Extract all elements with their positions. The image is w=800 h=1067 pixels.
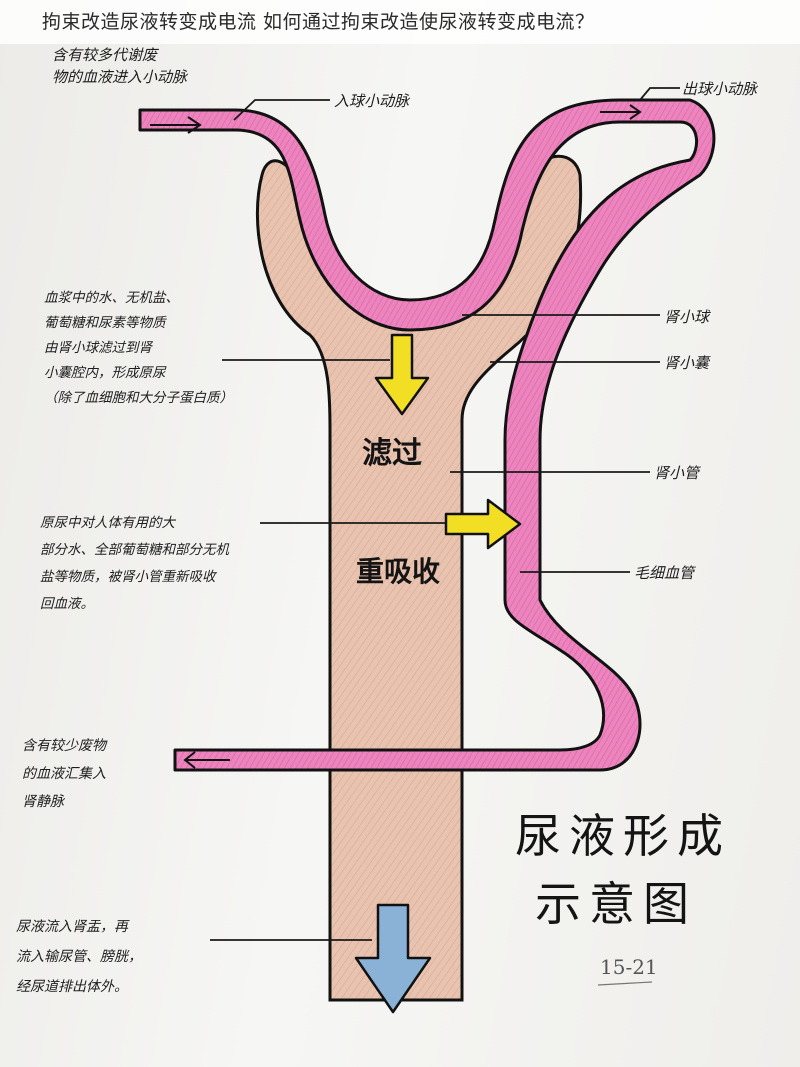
- diagram-title-line1: 尿液形成: [515, 809, 731, 863]
- leader-afferent: [233, 99, 330, 121]
- diagram-title-line2: 示意图: [535, 877, 697, 931]
- note-vein: 含有较少废物 的血液汇集入 肾静脉: [22, 738, 106, 810]
- outflow-arrow-icon: [354, 903, 432, 1014]
- process-filtration-label: 滤过: [362, 436, 422, 471]
- filtration-arrow-icon: [374, 333, 430, 416]
- note-reabsorption: 原尿中对人体有用的大 部分水、全部葡萄糖和部分无机 盐等物质，被肾小管重新吸收 …: [40, 515, 229, 612]
- label-tubule: 肾小管: [654, 464, 700, 482]
- inflow-arrow-icon: [150, 116, 202, 134]
- page-title: 拘束改造尿液转变成电流 如何通过拘束改造使尿液转变成电流？: [42, 11, 595, 33]
- leader-lines: [210, 87, 680, 941]
- efferent-arrow-icon: [600, 104, 642, 120]
- label-glomerulus: 肾小球: [664, 308, 710, 326]
- label-efferent-arteriole: 出球小动脉: [682, 80, 758, 98]
- header-banner: [0, 0, 800, 44]
- reabsorption-arrow-icon: [444, 498, 522, 550]
- note-outflow: 尿液流入肾盂，再 流入输尿管、膀胱， 经尿道排出体外。: [16, 919, 142, 995]
- page-number-underline: [597, 981, 653, 986]
- label-capsule: 肾小囊: [664, 354, 710, 372]
- note-filtration: 血浆中的水、无机盐、 葡萄糖和尿素等物质 由肾小球滤过到肾 小囊腔内，形成原尿 …: [44, 290, 233, 406]
- page-number: 15-21: [600, 955, 658, 979]
- process-reabsorption-label: 重吸收: [356, 555, 441, 588]
- label-afferent-arteriole: 入球小动脉: [334, 92, 410, 110]
- note-top-left: 含有较多代谢废 物的血液进入小动脉: [52, 46, 188, 86]
- venous-arrow-icon: [183, 751, 230, 769]
- leader-efferent: [639, 87, 680, 101]
- glomerulus-vessel: [138, 98, 716, 772]
- label-capillary: 毛细血管: [634, 564, 695, 582]
